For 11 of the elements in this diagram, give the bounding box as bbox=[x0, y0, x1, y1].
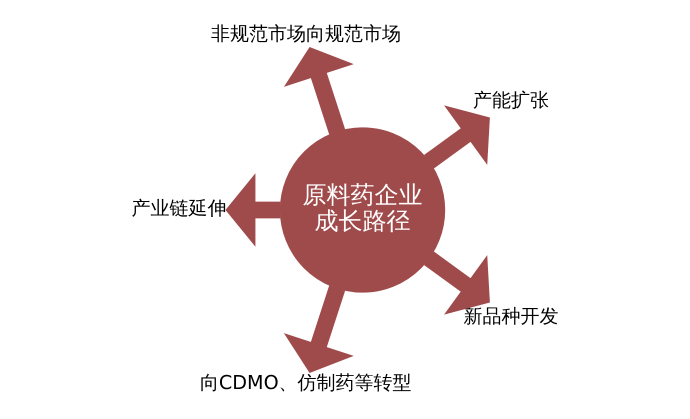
node-text: 新品种开发 bbox=[464, 304, 559, 327]
arrow bbox=[284, 285, 354, 373]
arrow bbox=[424, 251, 490, 314]
node-text: 向CDMO、仿制药等转型 bbox=[200, 370, 412, 394]
node-text: 产业链延伸 bbox=[131, 196, 226, 220]
node-text: 非规范市场向规范市场 bbox=[210, 21, 401, 44]
arrow bbox=[284, 46, 354, 134]
arrow bbox=[225, 172, 280, 246]
arrow bbox=[424, 104, 490, 168]
node-text: 产能扩张 bbox=[473, 88, 550, 112]
node-circle: 原料药企业成长路径 bbox=[280, 126, 446, 292]
